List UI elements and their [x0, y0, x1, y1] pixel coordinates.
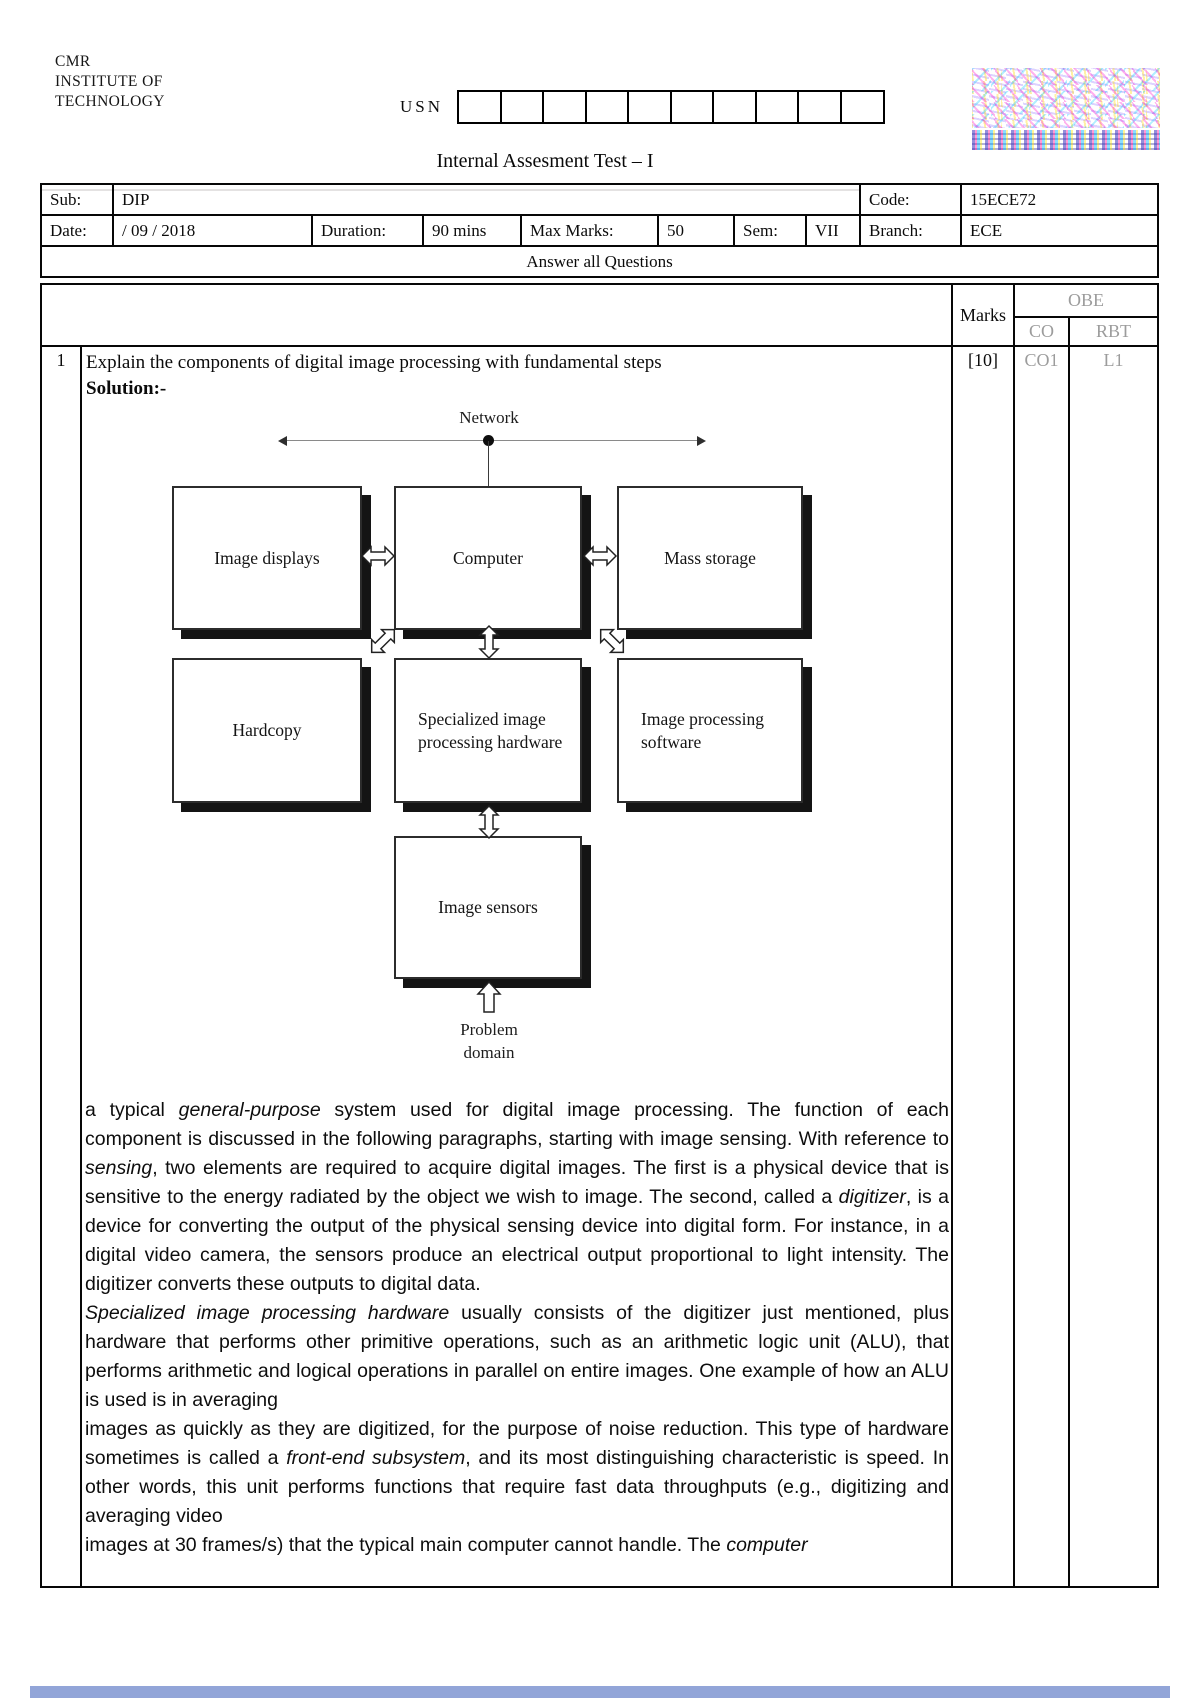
problem-domain-line: domain	[463, 1043, 515, 1062]
problem-domain-line: Problem	[460, 1020, 518, 1039]
obe-header: OBE	[1013, 283, 1159, 318]
max-marks-value: 50	[657, 214, 735, 247]
box-label: Computer	[453, 547, 523, 568]
usn-box	[457, 90, 503, 124]
double-arrow-horizontal-icon	[360, 545, 396, 567]
box-hardcopy: Hardcopy	[172, 658, 362, 803]
grading-subheader-row: CO RBT	[41, 316, 1159, 347]
logo-noise-top	[972, 68, 1160, 128]
solution-label: Solution:-	[86, 378, 167, 399]
date-label: Date:	[40, 214, 114, 247]
question-marks: [10]	[951, 345, 1015, 1588]
sub-label: Sub:	[40, 183, 114, 216]
usn-boxes	[457, 90, 885, 124]
table-row: Date: / 09 / 2018 Duration: 90 mins Max …	[40, 214, 1160, 247]
marks-header: Marks	[951, 283, 1015, 347]
question-co: CO1	[1013, 345, 1070, 1588]
institute-line: CMR	[55, 53, 91, 70]
question-content-cell: Explain the components of digital image …	[80, 345, 953, 1588]
question-rbt: L1	[1068, 345, 1159, 1588]
double-arrow-horizontal-icon	[582, 545, 618, 567]
usn-label: USN	[400, 97, 444, 116]
box-mass-storage: Mass storage	[617, 486, 803, 630]
box-image-processing-software: Image processing software	[617, 658, 803, 803]
double-arrow-diagonal-icon	[370, 628, 396, 654]
usn-box	[627, 90, 673, 124]
usn-box	[499, 90, 545, 124]
box-image-sensors: Image sensors	[394, 836, 582, 979]
box-label: Image sensors	[438, 897, 538, 917]
usn-box	[542, 90, 588, 124]
question-number: 1	[40, 345, 82, 1588]
co-header: CO	[1013, 316, 1070, 347]
box-label: Image displays	[214, 547, 320, 568]
page-title: Internal Assesment Test – I	[436, 150, 654, 172]
sub-value: DIP	[111, 183, 862, 216]
solution-paragraph: a typical general-purpose system used fo…	[85, 1099, 949, 1295]
usn-row: USN	[400, 90, 885, 124]
logo-noise-strip	[972, 130, 1160, 150]
duration-label: Duration:	[311, 214, 424, 247]
grading-header-row: Marks OBE	[40, 283, 1159, 347]
question-row: 1 Explain the components of digital imag…	[40, 345, 1159, 1588]
box-computer: Computer	[394, 486, 582, 630]
usn-box	[839, 90, 885, 124]
footer-bar	[30, 1686, 1170, 1698]
code-value: 15ECE72	[960, 183, 1160, 216]
college-logo-scan	[972, 68, 1160, 154]
branch-label: Branch:	[859, 214, 963, 247]
code-label: Code:	[859, 183, 963, 216]
branch-value: ECE	[960, 214, 1160, 247]
problem-domain-label: Problem domain	[419, 1018, 559, 1064]
solution-paragraph: Specialized image processing hardware us…	[85, 1302, 949, 1556]
network-label: Network	[459, 408, 519, 427]
box-image-displays: Image displays	[172, 486, 362, 630]
usn-box	[712, 90, 758, 124]
institute-name: CMR INSTITUTE OF TECHNOLOGY	[55, 52, 165, 112]
double-arrow-vertical-icon	[478, 804, 500, 840]
sem-value: VII	[804, 214, 862, 247]
dip-system-diagram: Network Image displays Computer Mass sto…	[82, 408, 949, 1086]
left-arrowhead-icon	[278, 435, 287, 446]
max-marks-label: Max Marks:	[520, 214, 659, 247]
box-label: Mass storage	[664, 547, 756, 568]
double-arrow-diagonal-icon	[599, 628, 625, 654]
box-label: Image processing software	[641, 708, 764, 752]
box-label: Hardcopy	[232, 720, 302, 740]
table-row: Sub: DIP Code: 15ECE72	[40, 183, 1160, 216]
duration-value: 90 mins	[422, 214, 522, 247]
institute-line: INSTITUTE OF	[55, 73, 163, 90]
empty-header-cell	[40, 283, 953, 347]
exam-info-table: Sub: DIP Code: 15ECE72 Date: / 09 / 2018…	[39, 183, 1160, 278]
question-table: Marks OBE CO RBT 1 Explain the component…	[40, 283, 1159, 1588]
table-row: Answer all Questions	[39, 245, 1160, 278]
usn-box	[754, 90, 800, 124]
network-stem-line	[488, 441, 489, 486]
network-node-dot	[483, 435, 494, 446]
sem-label: Sem:	[733, 214, 807, 247]
usn-box	[584, 90, 630, 124]
rbt-header: RBT	[1068, 316, 1159, 347]
usn-box	[797, 90, 843, 124]
right-arrowhead-icon	[697, 435, 706, 446]
instruction: Answer all Questions	[39, 245, 1160, 278]
usn-box	[669, 90, 715, 124]
up-arrow-icon	[476, 980, 502, 1013]
double-arrow-vertical-icon	[478, 624, 500, 660]
institute-line: TECHNOLOGY	[55, 93, 165, 110]
question-text: Explain the components of digital image …	[86, 352, 662, 373]
box-specialized-hardware: Specialized image processing hardware	[394, 658, 582, 803]
box-label: Specialized image processing hardware	[418, 708, 563, 752]
date-value: / 09 / 2018	[112, 214, 313, 247]
